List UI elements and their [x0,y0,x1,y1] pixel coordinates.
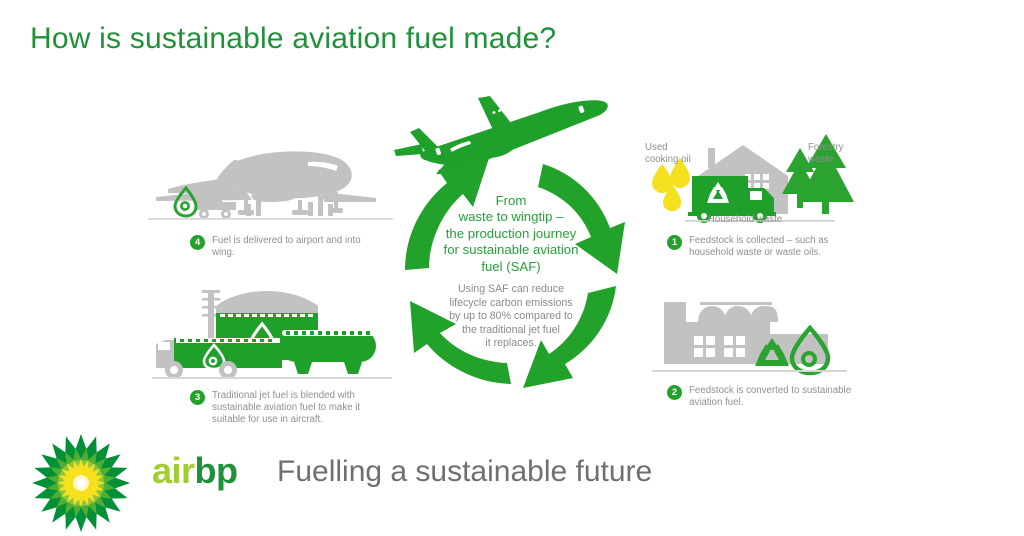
forestry-trees-icon [782,134,854,214]
tagline: Fuelling a sustainable future [277,455,653,488]
centre-heading-line: the production journey [445,225,577,241]
step-2-text: Feedstock is converted to sustainable av… [689,385,852,409]
step-1: 1 Feedstock is collected – such as house… [667,235,862,259]
aircraft-refuelling-illustration [148,151,393,230]
recycle-symbol-icon [707,182,729,203]
step-3: 3 Traditional jet fuel is blended with s… [190,390,385,427]
cockpit-windows [308,161,338,171]
ground-line [685,220,835,222]
green-aircraft-illustration [390,81,615,174]
label-line: Used [645,142,668,153]
garbage-truck-icon [688,176,776,223]
step-1-text: Feedstock is collected – such as househo… [689,235,829,259]
centre-subtext: Using SAF can reduce lifecycle carbon em… [425,283,597,351]
cycle-arrows [383,152,641,395]
step-4-badge: 4 [190,235,205,250]
centre-heading: From waste to wingtip – the production j… [425,193,597,275]
centre-subtext-line: by up to 80% compared to [449,310,573,323]
cycle-arrow-bottom-right [523,286,616,388]
ground-line [148,218,393,220]
step-2: 2 Feedstock is converted to sustainable … [667,385,862,409]
ground-line [152,377,392,379]
tanker-truck-icon [156,338,282,379]
label-line: cooking oil [645,153,691,165]
fuel-droplet-icon [173,185,198,218]
label-line: Forestry [808,142,844,153]
feedstock-collection-illustration [640,128,870,228]
centre-subtext-line: it replaces. [485,337,537,350]
green-aircraft-icon [394,81,608,174]
gantry-icon [202,290,220,352]
factory-icon [664,302,828,364]
truck-droplet-icon [202,343,226,371]
brand-bp-text: bp [194,450,238,491]
brand-wordmark: airbp [152,450,238,492]
bp-helios-logo [30,432,132,534]
step-4-text: Fuel is delivered to airport and into wi… [212,235,361,259]
centre-subtext-line: the traditional jet fuel [462,323,560,336]
cycle-arrow-group [405,158,625,388]
centre-heading-line: waste to wingtip – [458,209,564,225]
centre-subtext-line: lifecycle carbon emissions [449,296,573,309]
centre-heading-line: fuel (SAF) [481,258,541,274]
brand-air-text: air [152,450,195,491]
centre-heading-line: From [495,193,527,208]
page-title: How is sustainable aviation fuel made? [30,22,557,55]
cycle-arrow-bottom-left [410,301,511,384]
cooking-oil-drops-icon [652,158,690,211]
fuel-droplet-icon [789,324,831,376]
centre-text-block: From waste to wingtip – the production j… [425,193,597,351]
horizontal-tank-icon [280,330,376,374]
recycle-symbol-icon [755,338,789,366]
step-2-badge: 2 [667,385,682,400]
centre-heading-line: for sustainable aviation [443,242,579,258]
footer: airbp Fuelling a sustainable future [30,432,730,532]
fuel-blending-illustration [152,282,392,382]
factory-windows [694,336,745,357]
label-forestry-waste: Forestry waste [808,142,866,165]
label-used-cooking-oil: Used cooking oil [645,142,707,165]
step-1-badge: 1 [667,235,682,250]
cycle-arrow-top-left [405,158,489,270]
label-line: waste [808,153,834,165]
label-household-waste: Household waste [707,214,783,225]
step-3-text: Traditional jet fuel is blended with sus… [212,390,361,426]
step-3-badge: 3 [190,390,205,405]
step-4: 4 Fuel is delivered to airport and into … [190,235,385,259]
cycle-arrow-top-right [538,164,625,274]
ground-line [652,370,847,372]
refuelling-vehicle-icon [196,188,333,219]
centre-subtext-line: Using SAF can reduce [458,283,564,296]
refinery-conversion-illustration [652,292,847,376]
